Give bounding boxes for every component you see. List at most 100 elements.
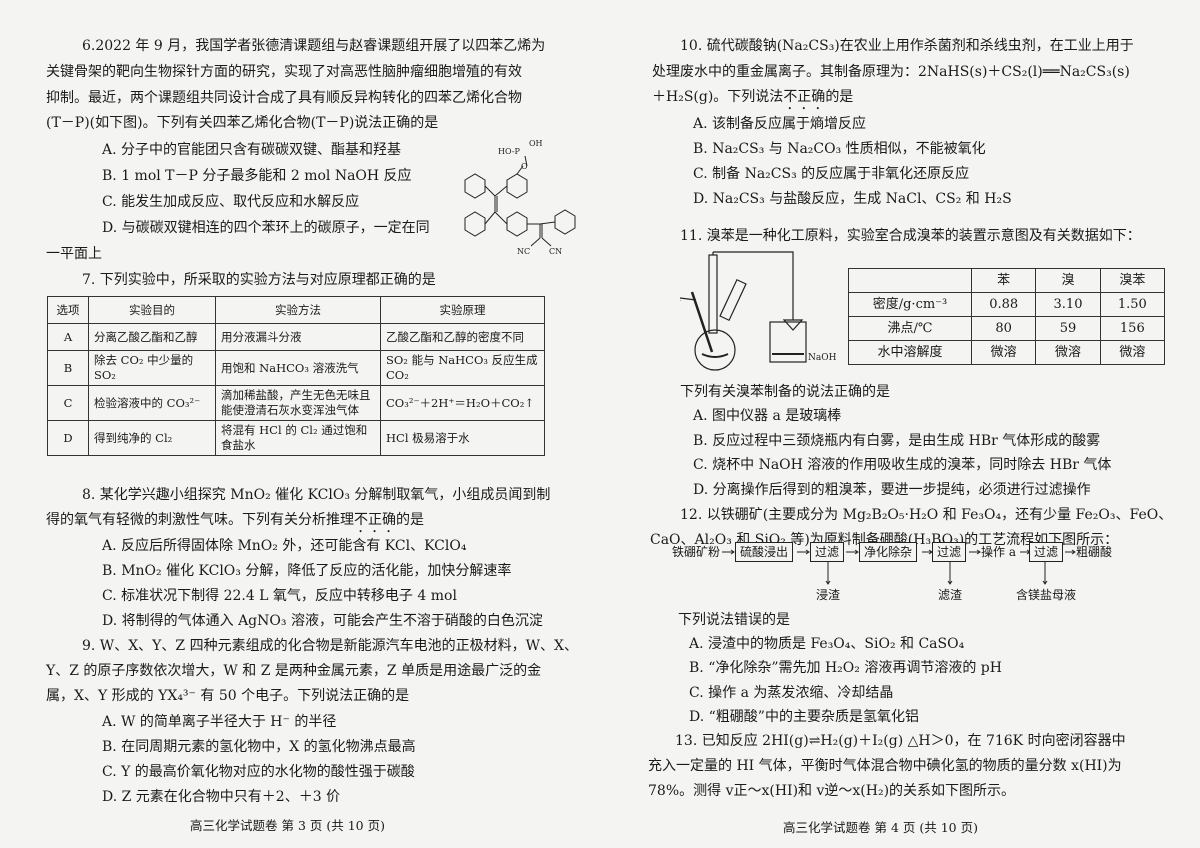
cell-principle: HCl 极易溶于水 — [380, 420, 545, 456]
flow-start: 铁硼矿粉 — [672, 545, 721, 559]
q10-text: 的是 — [825, 89, 854, 105]
cell-purpose: 分离乙酸乙酯和乙醇 — [88, 323, 216, 351]
molecule-label-o: O — [521, 162, 528, 171]
cell-value: 微溶 — [1099, 340, 1166, 365]
table-row: 密度/g·cm⁻³ 0.88 3.10 1.50 — [848, 292, 1166, 317]
q7-stem: 7. 下列实验中，所采取的实验方法与对应原理都正确的是 — [82, 272, 436, 288]
flow-end: 粗硼酸 — [1076, 545, 1113, 559]
table-header-row: 苯 溴 溴苯 — [848, 268, 1166, 293]
q8-option-d: D. 将制得的气体通入 AgNO₃ 溶液，可能会产生不溶于硝酸的白色沉淀 — [102, 613, 543, 629]
table-row: 水中溶解度 微溶 微溶 微溶 — [848, 340, 1166, 365]
q9-line: 属，X、Y 形成的 YX₄³⁻ 有 50 个电子。下列说法正确的是 — [46, 688, 410, 704]
q9-line: Y、Z 的原子序数依次增大，W 和 Z 是两种金属元素，Z 单质是用途最广泛的金 — [46, 663, 542, 679]
row-label: 密度/g·cm⁻³ — [848, 292, 972, 317]
q10-line: 处理废水中的重金属离子。其制备原理为：2NaHS(s)＋CS₂(l)══Na₂C… — [652, 64, 1130, 80]
q10-line: ＋H₂S(g)。下列说法不正确的是 — [652, 87, 853, 113]
q6-line: 抑制。最近，两个课题组共同设计合成了具有顺反异构转化的四苯乙烯化合物 — [46, 90, 522, 106]
cell-purpose: 得到纯净的 Cl₂ — [88, 420, 216, 456]
q10-option-b: B. Na₂CS₃ 与 Na₂CO₃ 性质相似，不能被氧化 — [693, 141, 986, 157]
cell-principle: 乙酸乙酯和乙醇的密度不同 — [380, 323, 545, 351]
cell-value: 微溶 — [1035, 340, 1101, 365]
q12-question: 下列说法错误的是 — [678, 612, 790, 628]
q8-line: 8. 某化学兴趣小组探究 MnO₂ 催化 KClO₃ 分解制取氧气，小组成员闻到… — [82, 487, 551, 503]
row-label: 水中溶解度 — [848, 340, 972, 365]
q13-line: 充入一定量的 HI 气体，平衡时气体混合物中碘化氢的物质的量分数 x(HI)为 — [648, 758, 1122, 774]
q11-option-a: A. 图中仪器 a 是玻璃棒 — [693, 408, 842, 424]
row-label: 沸点/℃ — [848, 316, 972, 341]
q8-option-a: A. 反应后所得固体除 MnO₂ 外，还可能含有 KCl、KClO₄ — [102, 538, 467, 554]
cell-method: 滴加稀盐酸，产生无色无味且能使澄清石灰水变浑浊气体 — [215, 385, 381, 421]
cell-method: 用分液漏斗分液 — [215, 323, 381, 351]
q6-line: 关键骨架的靶向生物探针方面的研究，实现了对高恶性脑肿瘤细胞增殖的有效 — [46, 64, 522, 80]
q10-option-c: C. 制备 Na₂CS₃ 的反应属于非氧化还原反应 — [693, 166, 970, 182]
flow-residue-3: 含镁盐母液 — [1016, 588, 1077, 602]
page-footer-right: 高三化学试题卷 第 4 页 (共 10 页) — [783, 820, 978, 835]
header-cell: 溴 — [1035, 268, 1101, 293]
q10-emphasis: 不正确 — [783, 89, 826, 105]
page-footer-left: 高三化学试题卷 第 3 页 (共 10 页) — [190, 818, 385, 833]
q11-option-c: C. 烧杯中 NaOH 溶液的作用吸收生成的溴苯，同时除去 HBr 气体 — [693, 457, 1112, 473]
table-row: 沸点/℃ 80 59 156 — [848, 316, 1166, 341]
q8-text: 的是 — [396, 512, 424, 528]
cell-value: 微溶 — [970, 340, 1037, 365]
bromobenzene-apparatus-diagram: a NaOH — [680, 251, 837, 371]
q8-option-c: C. 标准状况下制得 22.4 L 氧气，反应中转移电子 4 mol — [102, 588, 457, 604]
q6-option-b: B. 1 mol T－P 分子最多能和 2 mol NaOH 反应 — [102, 168, 412, 184]
molecule-label-nc: NC — [517, 247, 530, 256]
q10-option-d: D. Na₂CS₃ 与盐酸反应，生成 NaCl、CS₂ 和 H₂S — [693, 191, 1012, 207]
q8-option-b: B. MnO₂ 催化 KClO₃ 分解，降低了反应的活化能，加快分解速率 — [102, 563, 512, 579]
header-cell: 溴苯 — [1099, 268, 1166, 293]
table-row: C 检验溶液中的 CO₃²⁻ 滴加稀盐酸，产生无色无味且能使澄清石灰水变浑浊气体… — [47, 385, 545, 421]
cell-option: D — [47, 420, 89, 456]
flow-step-filter-3: 过滤 — [1029, 542, 1064, 562]
header-cell: 实验方法 — [215, 296, 381, 324]
q6-option-d: D. 与碳碳双键相连的四个苯环上的碳原子，一定在同 — [102, 220, 430, 236]
q10-text: ＋H₂S(g)。下列说法 — [652, 89, 784, 105]
cell-value: 1.50 — [1099, 292, 1166, 317]
cell-option: B — [47, 350, 89, 386]
header-cell — [848, 268, 972, 293]
q12-line: 12. 以铁硼矿(主要成分为 Mg₂B₂O₅·H₂O 和 Fe₃O₄，还有少量 … — [680, 507, 1173, 523]
table-row: B 除去 CO₂ 中少量的 SO₂ 用饱和 NaHCO₃ 溶液洗气 SO₂ 能与… — [47, 350, 545, 386]
cell-purpose: 除去 CO₂ 中少量的 SO₂ — [88, 350, 216, 386]
q11-option-d: D. 分离操作后得到的粗溴苯，要进一步提纯，必须进行过滤操作 — [693, 482, 1091, 498]
q8-text: 得的氧气有轻微的刺激性气味。下列有关分析推理 — [46, 512, 354, 528]
cell-principle: SO₂ 能与 NaHCO₃ 反应生成 CO₂ — [380, 350, 545, 386]
q12-option-a: A. 浸渣中的物质是 Fe₃O₄、SiO₂ 和 CaSO₄ — [689, 636, 965, 652]
header-cell: 苯 — [970, 268, 1037, 293]
cell-purpose: 检验溶液中的 CO₃²⁻ — [88, 385, 216, 421]
q12-option-d: D. “粗硼酸”中的主要杂质是氢氧化铝 — [689, 709, 919, 725]
apparatus-label-naoh: NaOH — [808, 353, 837, 363]
cell-value: 156 — [1099, 316, 1166, 341]
cell-value: 80 — [970, 316, 1037, 341]
flow-step-filter-2: 过滤 — [932, 542, 967, 562]
header-cell: 实验目的 — [88, 296, 216, 324]
q6-line: 6.2022 年 9 月，我国学者张德清课题组与赵睿课题组开展了以四苯乙烯为 — [82, 38, 546, 54]
flow-step-leach: 硫酸浸出 — [735, 542, 794, 562]
q13-line: 78%。测得 v正～x(HI)和 v逆～x(H₂)的关系如下图所示。 — [648, 783, 1016, 799]
cell-value: 59 — [1035, 316, 1101, 341]
q9-line: 9. W、X、Y、Z 四种元素组成的化合物是新能源汽车电池的正极材料，W、X、 — [82, 638, 578, 654]
flow-step-operation-a: 操作 a — [981, 545, 1016, 559]
q12-option-b: B. “净化除杂”需先加 H₂O₂ 溶液再调节溶液的 pH — [689, 660, 1002, 676]
cell-option: C — [47, 385, 89, 421]
cell-principle: CO₃²⁻＋2H⁺＝H₂O＋CO₂↑ — [380, 385, 545, 421]
q8-line: 得的氧气有轻微的刺激性气味。下列有关分析推理不正确的是 — [46, 510, 424, 536]
q10-option-a: A. 该制备反应属于熵增反应 — [693, 116, 867, 132]
q7-table: 选项 实验目的 实验方法 实验原理 A 分离乙酸乙酯和乙醇 用分液漏斗分液 乙酸… — [47, 296, 545, 456]
header-cell: 选项 — [47, 296, 89, 324]
q9-option-b: B. 在同周期元素的氢化物中，X 的氢化物沸点最高 — [102, 739, 416, 755]
q12-option-c: C. 操作 a 为蒸发浓缩、冷却结晶 — [689, 685, 894, 701]
flow-step-purify: 净化除杂 — [859, 542, 918, 562]
molecule-label-cn: CN — [549, 247, 562, 256]
q9-option-c: C. Y 的最高价氧化物对应的水化物的酸性强于碳酸 — [102, 764, 415, 780]
flow-residue-2: 滤渣 — [938, 588, 963, 602]
table-header-row: 选项 实验目的 实验方法 实验原理 — [47, 296, 545, 324]
molecule-label-oh: OH — [529, 140, 543, 148]
table-row: D 得到纯净的 Cl₂ 将混有 HCl 的 Cl₂ 通过饱和食盐水 HCl 极易… — [47, 420, 545, 456]
flow-arrows — [722, 549, 1076, 585]
header-cell: 实验原理 — [380, 296, 545, 324]
q6-option-c: C. 能发生加成反应、取代反应和水解反应 — [102, 194, 360, 210]
q8-emphasis: 不正确 — [354, 512, 396, 528]
tp-molecule-structure: HO-P OH O NC CN — [464, 140, 576, 256]
